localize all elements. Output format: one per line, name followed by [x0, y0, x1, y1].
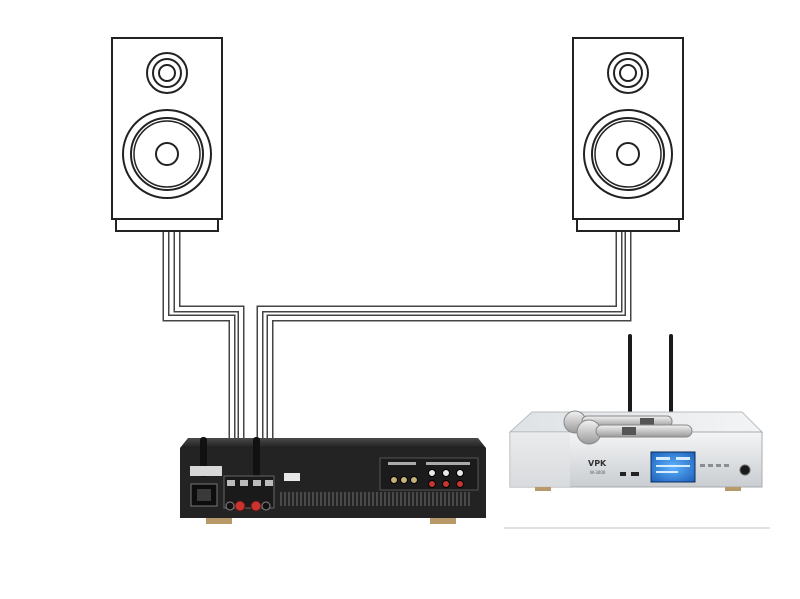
speaker-right-base: [576, 218, 680, 232]
mic-receiver: VPK W-3000: [504, 334, 770, 529]
receiver-ir-window: [631, 472, 639, 476]
speaker-left-tweeter: [146, 52, 188, 94]
speaker-left-woofer: [122, 109, 212, 199]
speaker-left: [111, 37, 223, 232]
amplifier-foot-right: [430, 518, 456, 524]
cable-right-outer-core: [268, 232, 630, 443]
binding-post-left-red: [234, 500, 246, 512]
speaker-right-woofer: [583, 109, 673, 199]
binding-post-left-black: [225, 501, 235, 511]
receiver-antenna-left: [628, 334, 632, 418]
amplifier: [180, 437, 486, 524]
speaker-right: [572, 37, 684, 232]
microphone-2: [576, 419, 693, 445]
cable-left-outer-core: [164, 232, 234, 443]
receiver-side-left: [510, 432, 570, 487]
cable-right-inner-core: [258, 232, 621, 443]
binding-post-right-black: [261, 501, 271, 511]
receiver-buttons: [700, 464, 729, 467]
amplifier-terminal-labels: [227, 480, 273, 486]
amplifier-antenna-right: [253, 437, 260, 477]
amplifier-serial-sticker: [284, 473, 300, 481]
receiver-antenna-right: [669, 334, 673, 418]
binding-post-right-red: [250, 500, 262, 512]
receiver-foot-right: [725, 487, 741, 491]
cable-left-inner-core: [175, 232, 243, 443]
amplifier-label-plate: [190, 466, 222, 476]
receiver-usb-port: [620, 472, 626, 476]
amplifier-vent-grille: [280, 492, 470, 506]
receiver-power-button: [739, 464, 751, 476]
speaker-cables: [162, 232, 632, 443]
receiver-model: W-3000: [590, 470, 606, 475]
receiver-brand: VPK: [588, 459, 607, 468]
amplifier-rca-jacks: [390, 469, 464, 488]
speaker-left-base: [115, 218, 219, 232]
receiver-display-readout: [656, 457, 690, 473]
receiver-foot-left: [535, 487, 551, 491]
cable-right-inner: [256, 232, 623, 443]
amplifier-io-labels: [388, 462, 470, 465]
amplifier-foot-left: [206, 518, 232, 524]
amplifier-top: [180, 438, 486, 448]
speaker-right-tweeter: [607, 52, 649, 94]
